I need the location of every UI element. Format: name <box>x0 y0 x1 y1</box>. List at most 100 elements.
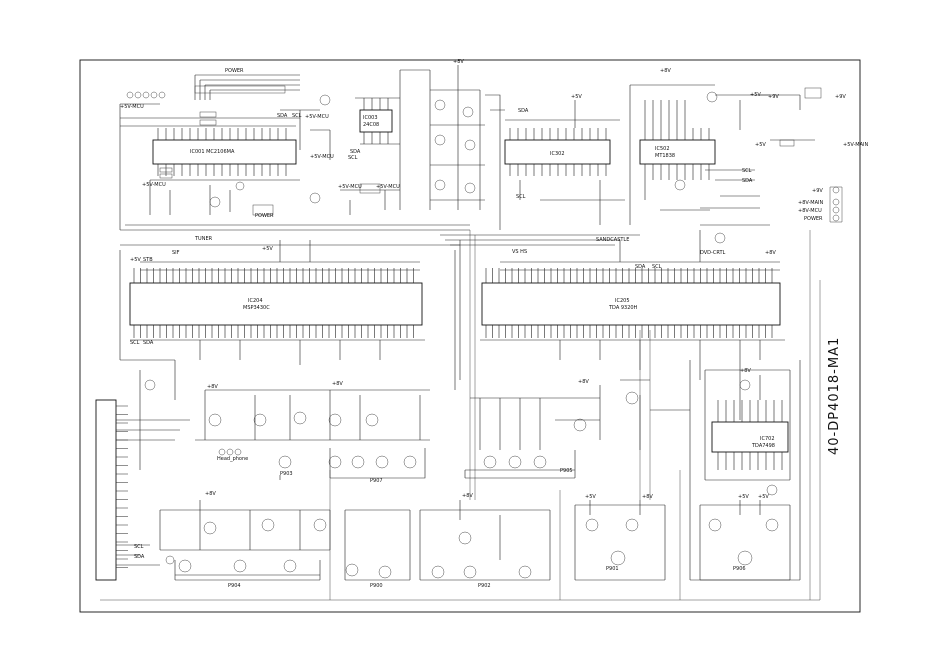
net-dvd-ctrl: DVD-CRTL <box>700 250 725 256</box>
net-scl-4: SCL <box>742 168 752 174</box>
ic302-block: IC302 SDA SCL +5V <box>504 94 625 225</box>
net-5v-6: +5V <box>585 494 596 500</box>
net-5v-2: +5V <box>750 92 761 98</box>
conn-p907: P907 <box>370 478 383 484</box>
net-9v-pin: +9V <box>768 94 779 100</box>
net-sda-4: SDA <box>742 178 753 184</box>
ic205-pins-bot-lines <box>485 325 773 338</box>
net-5v-mcu-2: +5V-MCU <box>142 182 166 188</box>
conn-p902: P902 <box>478 583 491 589</box>
ic502-block: IC502 MT1838 +8V +9V +5V +9V +5V +5V-MAI… <box>629 68 869 244</box>
net-5v-mcu-6: +5V-MCU <box>376 184 400 190</box>
net-scl-2: SCL <box>348 155 358 161</box>
net-5v-1: +5V <box>571 94 582 100</box>
net-9v-pin-2: +9V <box>835 94 846 100</box>
pin-8v-mcu: +8V-MCU <box>798 208 822 214</box>
conn-p905: P905 <box>560 468 573 474</box>
net-sda-2: SDA <box>350 149 361 155</box>
net-power-1: POWER <box>255 213 274 219</box>
output-stage-bottom-right: +5V +8V +5V +5V P901 P906 <box>574 494 791 581</box>
net-sda-6: SDA <box>635 264 646 270</box>
net-scl-3: SCL <box>516 194 526 200</box>
ic204-part: MSP3430C <box>243 305 270 311</box>
pin-power: POWER <box>804 216 823 222</box>
net-5v-main: +5V-MAIN <box>843 142 869 148</box>
net-8v-2: +8V <box>660 68 671 74</box>
net-sda-7: SDA <box>134 554 145 560</box>
ic702-ref: IC702 <box>760 436 775 442</box>
net-8v-7: +8V <box>578 379 589 385</box>
headphone-label: Head_phone <box>217 456 248 462</box>
svg-text:IC001 MC2106MA: IC001 MC2106MA <box>190 149 235 155</box>
ic204-block: IC204 MSP3430C SIF +5V STB SCL SDA +5V <box>119 240 460 365</box>
net-sda-5: SDA <box>143 340 154 346</box>
net-8v-5: +8V <box>207 384 218 390</box>
conn-p904: P904 <box>228 583 241 589</box>
ic204-ref: IC204 <box>248 298 263 304</box>
pin-8v-main: +8V-MAIN <box>798 200 824 206</box>
left-io-connector: SCL SDA <box>95 359 190 581</box>
output-stage-bottom-left: +8V P904 <box>159 491 331 589</box>
net-5v-7: +5V <box>738 494 749 500</box>
net-tuner: TUNER <box>194 236 213 242</box>
right-power-connector: +9V +8V-MAIN +8V-MCU POWER <box>798 186 843 223</box>
conn-p903: P903 <box>280 471 293 477</box>
net-5v-mcu-3: +5V-MCU <box>310 154 334 160</box>
long-wires <box>100 230 821 601</box>
ic205-ref: IC205 <box>615 298 630 304</box>
net-power-top: POWER <box>225 68 244 74</box>
ic204-pins-bot-lines <box>133 325 414 338</box>
ic204-pins-top-lines <box>133 268 414 283</box>
video-stage-right: +8V P905 <box>464 379 690 479</box>
conn-p900: P900 <box>370 583 383 589</box>
net-5v-mcu-1: +5V-MCU <box>120 104 144 110</box>
ic003-part: 24C08 <box>363 122 379 128</box>
net-8v-10: +8V <box>642 494 653 500</box>
net-5v-mcu-5: +5V-MCU <box>338 184 362 190</box>
ic502-part: MT1838 <box>655 153 675 159</box>
conn-p906: P906 <box>733 566 746 572</box>
net-5v-4: +5V <box>130 257 141 263</box>
net-8v-4: +8V <box>740 368 751 374</box>
ic702-part: TDA7498 <box>751 443 775 449</box>
net-scl-5: SCL <box>130 340 140 346</box>
net-5v-8: +5V <box>758 494 769 500</box>
pin-9v: +9V <box>812 188 823 194</box>
schematic-frame <box>79 59 861 613</box>
net-8v-1: +8V <box>453 59 464 65</box>
net-sda-1: SDA <box>277 113 288 119</box>
net-8v-3: +8V <box>765 250 776 256</box>
ic302-ref: IC302 <box>550 151 565 157</box>
net-8v-8: +8V <box>205 491 216 497</box>
output-stage-bottom-center: +8V P900 P902 <box>344 493 551 589</box>
ic205-part: TDA 9320H <box>608 305 638 311</box>
net-5v-5: +5V <box>262 246 273 252</box>
ic205-pins-top-lines <box>485 268 773 283</box>
ic003-block: IC003 24C08 SDA SCL +5V-MCU +5V-MCU <box>338 69 430 215</box>
net-sandcastle: SANDCASTLE <box>596 237 629 243</box>
board-title: 40-DP4018-MA1 <box>827 337 842 455</box>
net-scl-6: SCL <box>652 264 662 270</box>
ic001-block: IC001 MC2106MA +5V-MCU +5V-MCU SDA SCL P… <box>119 68 470 242</box>
net-vs-hs: VS HS <box>512 249 527 255</box>
ic003-ref: IC003 <box>363 115 378 121</box>
net-5v-mcu-4: +5V-MCU <box>305 114 329 120</box>
audio-stage-left: +8V +8V Head_phone P903 P907 <box>195 381 430 484</box>
ic205-block: IC205 TDA 9320H VS HS SANDCASTLE SDA SCL… <box>440 230 785 420</box>
net-scl-7: SCL <box>134 544 144 550</box>
net-sif: SIF <box>172 250 180 256</box>
net-scl-1: SCL <box>292 113 302 119</box>
ic502-ref: IC502 <box>655 146 670 152</box>
net-sda-3: SDA <box>518 108 529 114</box>
ic702-block: IC702 TDA7498 +8V <box>689 360 801 581</box>
net-stb: STB <box>143 257 153 263</box>
net-8v-6: +8V <box>332 381 343 387</box>
transistor-cluster-top: +8V <box>429 59 505 230</box>
net-8v-9: +8V <box>462 493 473 499</box>
conn-p901: P901 <box>606 566 619 572</box>
net-5v-3: +5V <box>755 142 766 148</box>
ic001-ref: IC001 <box>190 149 205 155</box>
ic001-part: MC2106MA <box>206 149 235 155</box>
